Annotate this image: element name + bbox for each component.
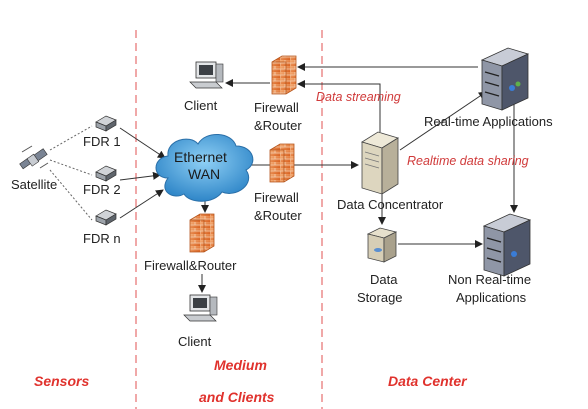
client-top-computer-icon bbox=[189, 61, 224, 89]
fdr1-device-icon bbox=[95, 115, 117, 132]
fdrn-label: FDR n bbox=[83, 231, 121, 246]
firewall-mid-label-line1: Firewall bbox=[254, 190, 299, 205]
streaming-link bbox=[297, 80, 381, 132]
sharing-link bbox=[399, 91, 487, 151]
data-storage-label-line2: Storage bbox=[357, 290, 403, 305]
firewall-bottom-icon bbox=[189, 213, 215, 253]
wireless-links bbox=[49, 125, 93, 221]
nonrealtime-applications-label-line2: Applications bbox=[456, 290, 527, 305]
zone-medium-title-line1: Medium bbox=[214, 357, 267, 373]
nonrealtime-applications-label-line1: Non Real-time bbox=[448, 272, 531, 287]
client-bottom-label: Client bbox=[178, 334, 212, 349]
fdr2-device-icon bbox=[95, 165, 117, 182]
firewall-top-label-line2: &Router bbox=[254, 118, 302, 133]
firewall-mid-label-line2: &Router bbox=[254, 208, 302, 223]
client-top-label: Client bbox=[184, 98, 218, 113]
satellite-icon bbox=[19, 145, 49, 170]
fdr2-label: FDR 2 bbox=[83, 182, 121, 197]
zone-datacenter-title: Data Center bbox=[388, 373, 468, 389]
data-storage-label-line1: Data bbox=[370, 272, 398, 287]
realtime-applications-label: Real-time Applications bbox=[424, 114, 553, 129]
fdr-links bbox=[119, 127, 166, 219]
firewall-mid-icon bbox=[269, 143, 295, 183]
wan-cloud-icon bbox=[155, 134, 254, 202]
firewall-top-icon bbox=[271, 55, 297, 95]
firewall-top-label-line1: Firewall bbox=[254, 100, 299, 115]
data-concentrator-label: Data Concentrator bbox=[337, 197, 444, 212]
wan-label-line1: Ethernet bbox=[174, 149, 227, 165]
client-bottom-computer-icon bbox=[183, 294, 218, 322]
nonrealtime-applications-rack-icon bbox=[482, 213, 532, 277]
fdr1-label: FDR 1 bbox=[83, 134, 121, 149]
zone-medium-title-line2: and Clients bbox=[199, 389, 275, 405]
flow-data-streaming-label: Data streaming bbox=[316, 90, 401, 104]
flow-realtime-sharing-label: Realtime data sharing bbox=[407, 154, 529, 168]
wan-label-line2: WAN bbox=[188, 166, 220, 182]
fdrn-device-icon bbox=[95, 209, 117, 226]
firewall-bottom-label: Firewall&Router bbox=[144, 258, 237, 273]
satellite-label: Satellite bbox=[11, 177, 57, 192]
realtime-applications-rack-icon bbox=[480, 47, 530, 111]
zone-sensors-title: Sensors bbox=[34, 373, 89, 389]
data-concentrator-server-icon bbox=[361, 131, 399, 195]
data-storage-icon bbox=[366, 227, 398, 263]
